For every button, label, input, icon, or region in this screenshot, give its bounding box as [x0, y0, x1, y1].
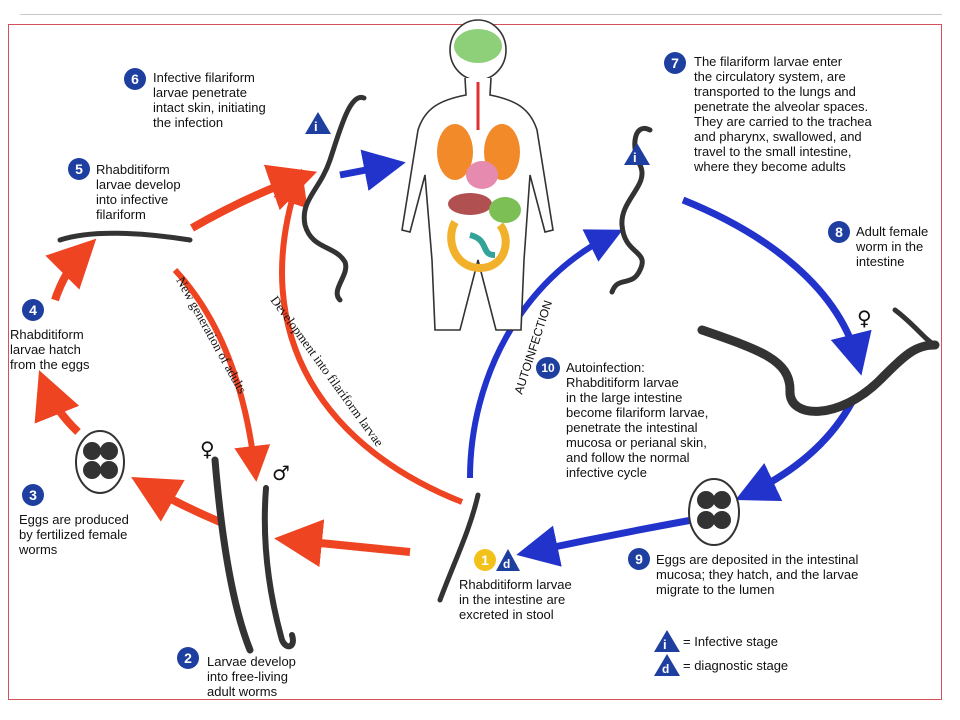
top-rule [20, 14, 942, 15]
arrow-eggs-to-larvae [516, 516, 693, 567]
intestine-icon [447, 220, 510, 273]
legend-infective-text: = Infective stage [683, 634, 779, 649]
filariform-larva-skin [301, 94, 367, 303]
step-3-badge: 3 [22, 484, 44, 506]
svg-text:d: d [503, 557, 510, 571]
heart-icon [466, 161, 498, 189]
egg-right [688, 478, 740, 546]
female-symbol-intestine: ♀ [857, 306, 872, 330]
liver-icon [448, 193, 492, 215]
step-1-badge: 1 [474, 549, 496, 571]
rhabditiform-larva-left [57, 230, 193, 243]
step-7-badge: 7 [664, 52, 686, 74]
male-symbol-free-living: ♂ [272, 461, 290, 485]
step-9-text: Eggs are deposited in the intestinal muc… [656, 552, 859, 597]
arrow-skin-to-body [339, 149, 406, 191]
rhabditiform-larva-center [437, 492, 481, 603]
legend-infective-icon: i [654, 630, 680, 652]
step-4-text: Rhabditiform larvae hatch from the eggs [10, 327, 90, 372]
svg-text:i: i [314, 119, 318, 134]
step-8-text: Adult female worm in the intestine [856, 224, 929, 269]
step-8-badge: 8 [828, 221, 850, 243]
step-2-text: Larvae develop into free-living adult wo… [207, 654, 296, 699]
arrow-new-generation [172, 267, 271, 482]
arrow-hatch-to-rhabditiform [45, 238, 97, 302]
label-development-filariform: Development into filariform larvae [268, 293, 387, 449]
female-free-living-worm [211, 456, 254, 654]
filariform-larva-right [609, 125, 653, 295]
adult-female-worm-intestine [697, 325, 940, 416]
step-3-text: Eggs are produced by fertilized female w… [19, 512, 129, 557]
egg-left [75, 430, 125, 494]
arrow-autoinfection [467, 229, 623, 479]
infective-stage-icon-skin: i [305, 112, 331, 134]
arrow-larvae-to-adults [274, 519, 411, 568]
brain-icon [454, 29, 502, 63]
arrow-adults-to-eggs [131, 477, 222, 526]
arrow-adult-to-eggs [735, 400, 856, 502]
stomach-icon [489, 197, 521, 223]
step-10-text: Autoinfection: Rhabditiform larvae in th… [566, 360, 709, 480]
legend-diagnostic-text: = diagnostic stage [683, 658, 789, 673]
svg-text:d: d [662, 662, 669, 676]
arrow-development-filariform [273, 168, 464, 505]
step-2-badge: 2 [177, 647, 199, 669]
svg-text:i: i [633, 150, 637, 165]
infective-stage-icon-right: i [624, 143, 650, 165]
step-9-badge: 9 [628, 548, 650, 570]
step-5-badge: 5 [68, 158, 90, 180]
step-1-text: Rhabditiform larvae in the intestine are… [459, 577, 572, 622]
step-6-badge: 6 [124, 68, 146, 90]
step-5-text: Rhabditiform larvae develop into infecti… [96, 162, 181, 222]
step-7-text: The filariform larvae enter the circulat… [694, 54, 872, 174]
arrow-eggs-to-hatch [34, 370, 81, 435]
svg-text:i: i [663, 637, 667, 652]
label-new-generation: New generation of adults [173, 274, 250, 396]
female-symbol-free-living: ♀ [200, 437, 215, 461]
adult-female-worm-tail [892, 307, 938, 348]
step-6-text: Infective filariform larvae penetrate in… [153, 70, 266, 130]
male-free-living-worm [261, 485, 296, 650]
step-4-badge: 4 [22, 299, 44, 321]
step-10-badge: 10 [536, 357, 560, 379]
legend-diagnostic-icon: d [654, 654, 680, 676]
arrow-body-to-adult [681, 196, 872, 376]
diagnostic-stage-icon-larvae: d [496, 549, 520, 571]
